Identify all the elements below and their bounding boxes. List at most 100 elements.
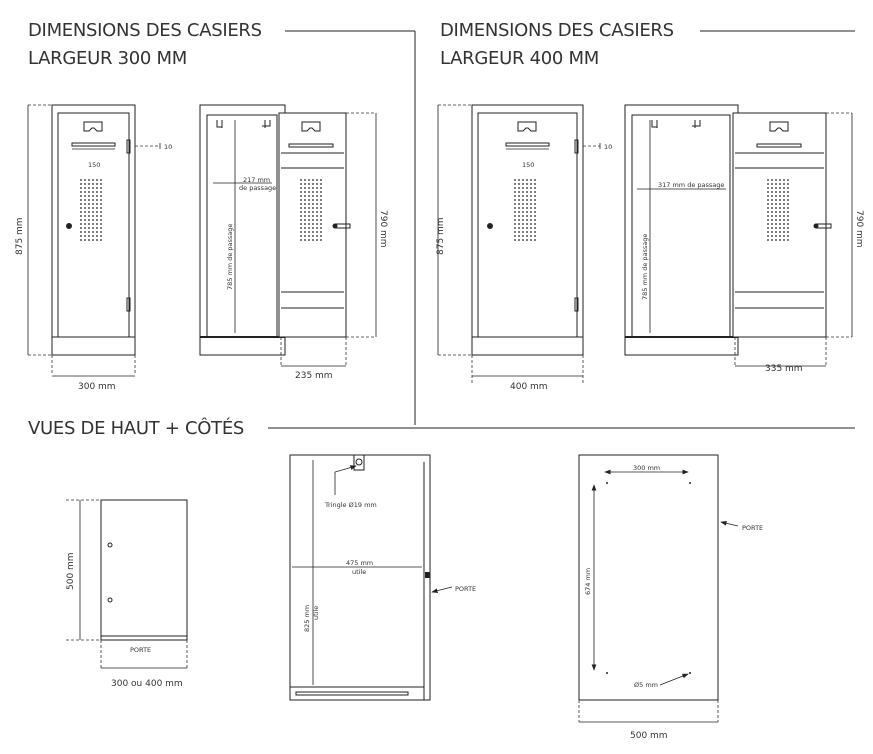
perforation-dot (518, 187, 520, 189)
perforation-dot (530, 183, 532, 185)
perforation-dot (779, 223, 781, 225)
perforation-dot (522, 231, 524, 233)
perforation-dot (84, 179, 86, 181)
perforation-dot (80, 179, 82, 181)
perforation-dot (88, 235, 90, 237)
perforation-dot (779, 211, 781, 213)
perforation-dot (320, 239, 322, 241)
perforation-dot (320, 195, 322, 197)
perforation-dot (526, 211, 528, 213)
side-view: 500 mm PORTE 300 ou 400 mm (66, 499, 188, 689)
perforation-dot (80, 203, 82, 205)
perforation-dot (100, 179, 102, 181)
perforation-dot (300, 199, 302, 201)
perforation-dot (96, 215, 98, 217)
perforation-dot (100, 215, 102, 217)
perforation-dot (300, 235, 302, 237)
perforation-dot (304, 199, 306, 201)
perforation-dot (320, 207, 322, 209)
perforation-dot (787, 231, 789, 233)
perforation-dot (767, 223, 769, 225)
perforation-dot (787, 179, 789, 181)
perforation-dot (767, 207, 769, 209)
perforation-dot (514, 199, 516, 201)
perforation-dot (530, 223, 532, 225)
perforation-dot (96, 227, 98, 229)
perforation-dot (312, 191, 314, 193)
top-view-interior: Tringle Ø19 mm 475 mm utile 825 mm utile… (289, 454, 476, 701)
width-label: 400 mm (510, 382, 548, 392)
perforation-dot (775, 191, 777, 193)
perforation-dot (320, 179, 322, 181)
perforation-dot (534, 239, 536, 241)
perforation-dot (518, 183, 520, 185)
perforation-dot (308, 215, 310, 217)
perforation-dot (304, 211, 306, 213)
perforation-dot (92, 219, 94, 221)
perforation-dot (80, 207, 82, 209)
perforation-dot (80, 211, 82, 213)
perforation-dot (787, 187, 789, 189)
perforation-dot (534, 235, 536, 237)
perforation-dot (92, 235, 94, 237)
perforation-dot (514, 239, 516, 241)
perforation-dot (779, 239, 781, 241)
side-door-label: PORTE (130, 646, 151, 654)
perforation-dot (783, 179, 785, 181)
perforation-dot (316, 211, 318, 213)
perforation-dot (787, 223, 789, 225)
door-width-label: 235 mm (295, 371, 333, 381)
perforation-dot (771, 219, 773, 221)
locker-400-open: 317 mm de passage 785 mm de passage (624, 104, 832, 356)
perforation-dot (530, 239, 532, 241)
perforation-dot (775, 199, 777, 201)
perforation-dot (767, 183, 769, 185)
perforation-dot (514, 227, 516, 229)
perforation-dot (787, 203, 789, 205)
perforation-dot (312, 199, 314, 201)
perforation-dot (775, 203, 777, 205)
passage-width-label: 217 mm (243, 176, 270, 184)
passage-width-label: 317 mm de passage (658, 181, 724, 189)
section2-title: DIMENSIONS DES CASIERS (440, 20, 674, 41)
locker-300-open: 217 mm de passage 785 mm de passage (199, 104, 351, 356)
perforation-dot (320, 227, 322, 229)
perforation-dot (767, 227, 769, 229)
perforation-dot (312, 219, 314, 221)
perforation-dot (530, 211, 532, 213)
perforation-dot (767, 195, 769, 197)
perforation-dot (514, 203, 516, 205)
perforation-dot (775, 215, 777, 217)
section3-title: VUES DE HAUT + CÔTÉS (28, 417, 244, 439)
door-height-label: 790 mm (378, 210, 388, 248)
perforation-dot (80, 227, 82, 229)
perforation-dot (526, 215, 528, 217)
perforation-dot (787, 191, 789, 193)
perforation-dot (96, 187, 98, 189)
perforation-dot (96, 199, 98, 201)
perforation-dot (771, 183, 773, 185)
perforation-dot (530, 231, 532, 233)
perforation-dot (320, 223, 322, 225)
perforation-dot (767, 239, 769, 241)
perforation-dot (526, 227, 528, 229)
perforation-dot (300, 179, 302, 181)
perforation-dot (80, 239, 82, 241)
perforation-dot (304, 239, 306, 241)
perforation-dot (771, 211, 773, 213)
perforation-dot (312, 223, 314, 225)
perforation-dot (88, 207, 90, 209)
perforation-dot (771, 239, 773, 241)
perforation-dot (787, 235, 789, 237)
perforation-dot (312, 231, 314, 233)
perforation-dot (100, 223, 102, 225)
perforation-dot (308, 235, 310, 237)
perforation-dot (92, 211, 94, 213)
perforation-dot (84, 203, 86, 205)
perforation-dot (316, 199, 318, 201)
perforation-dot (316, 183, 318, 185)
width-label: 300 mm (78, 382, 116, 392)
perforation-dot (534, 231, 536, 233)
perforation-dot (84, 187, 86, 189)
perforation-dot (534, 215, 536, 217)
